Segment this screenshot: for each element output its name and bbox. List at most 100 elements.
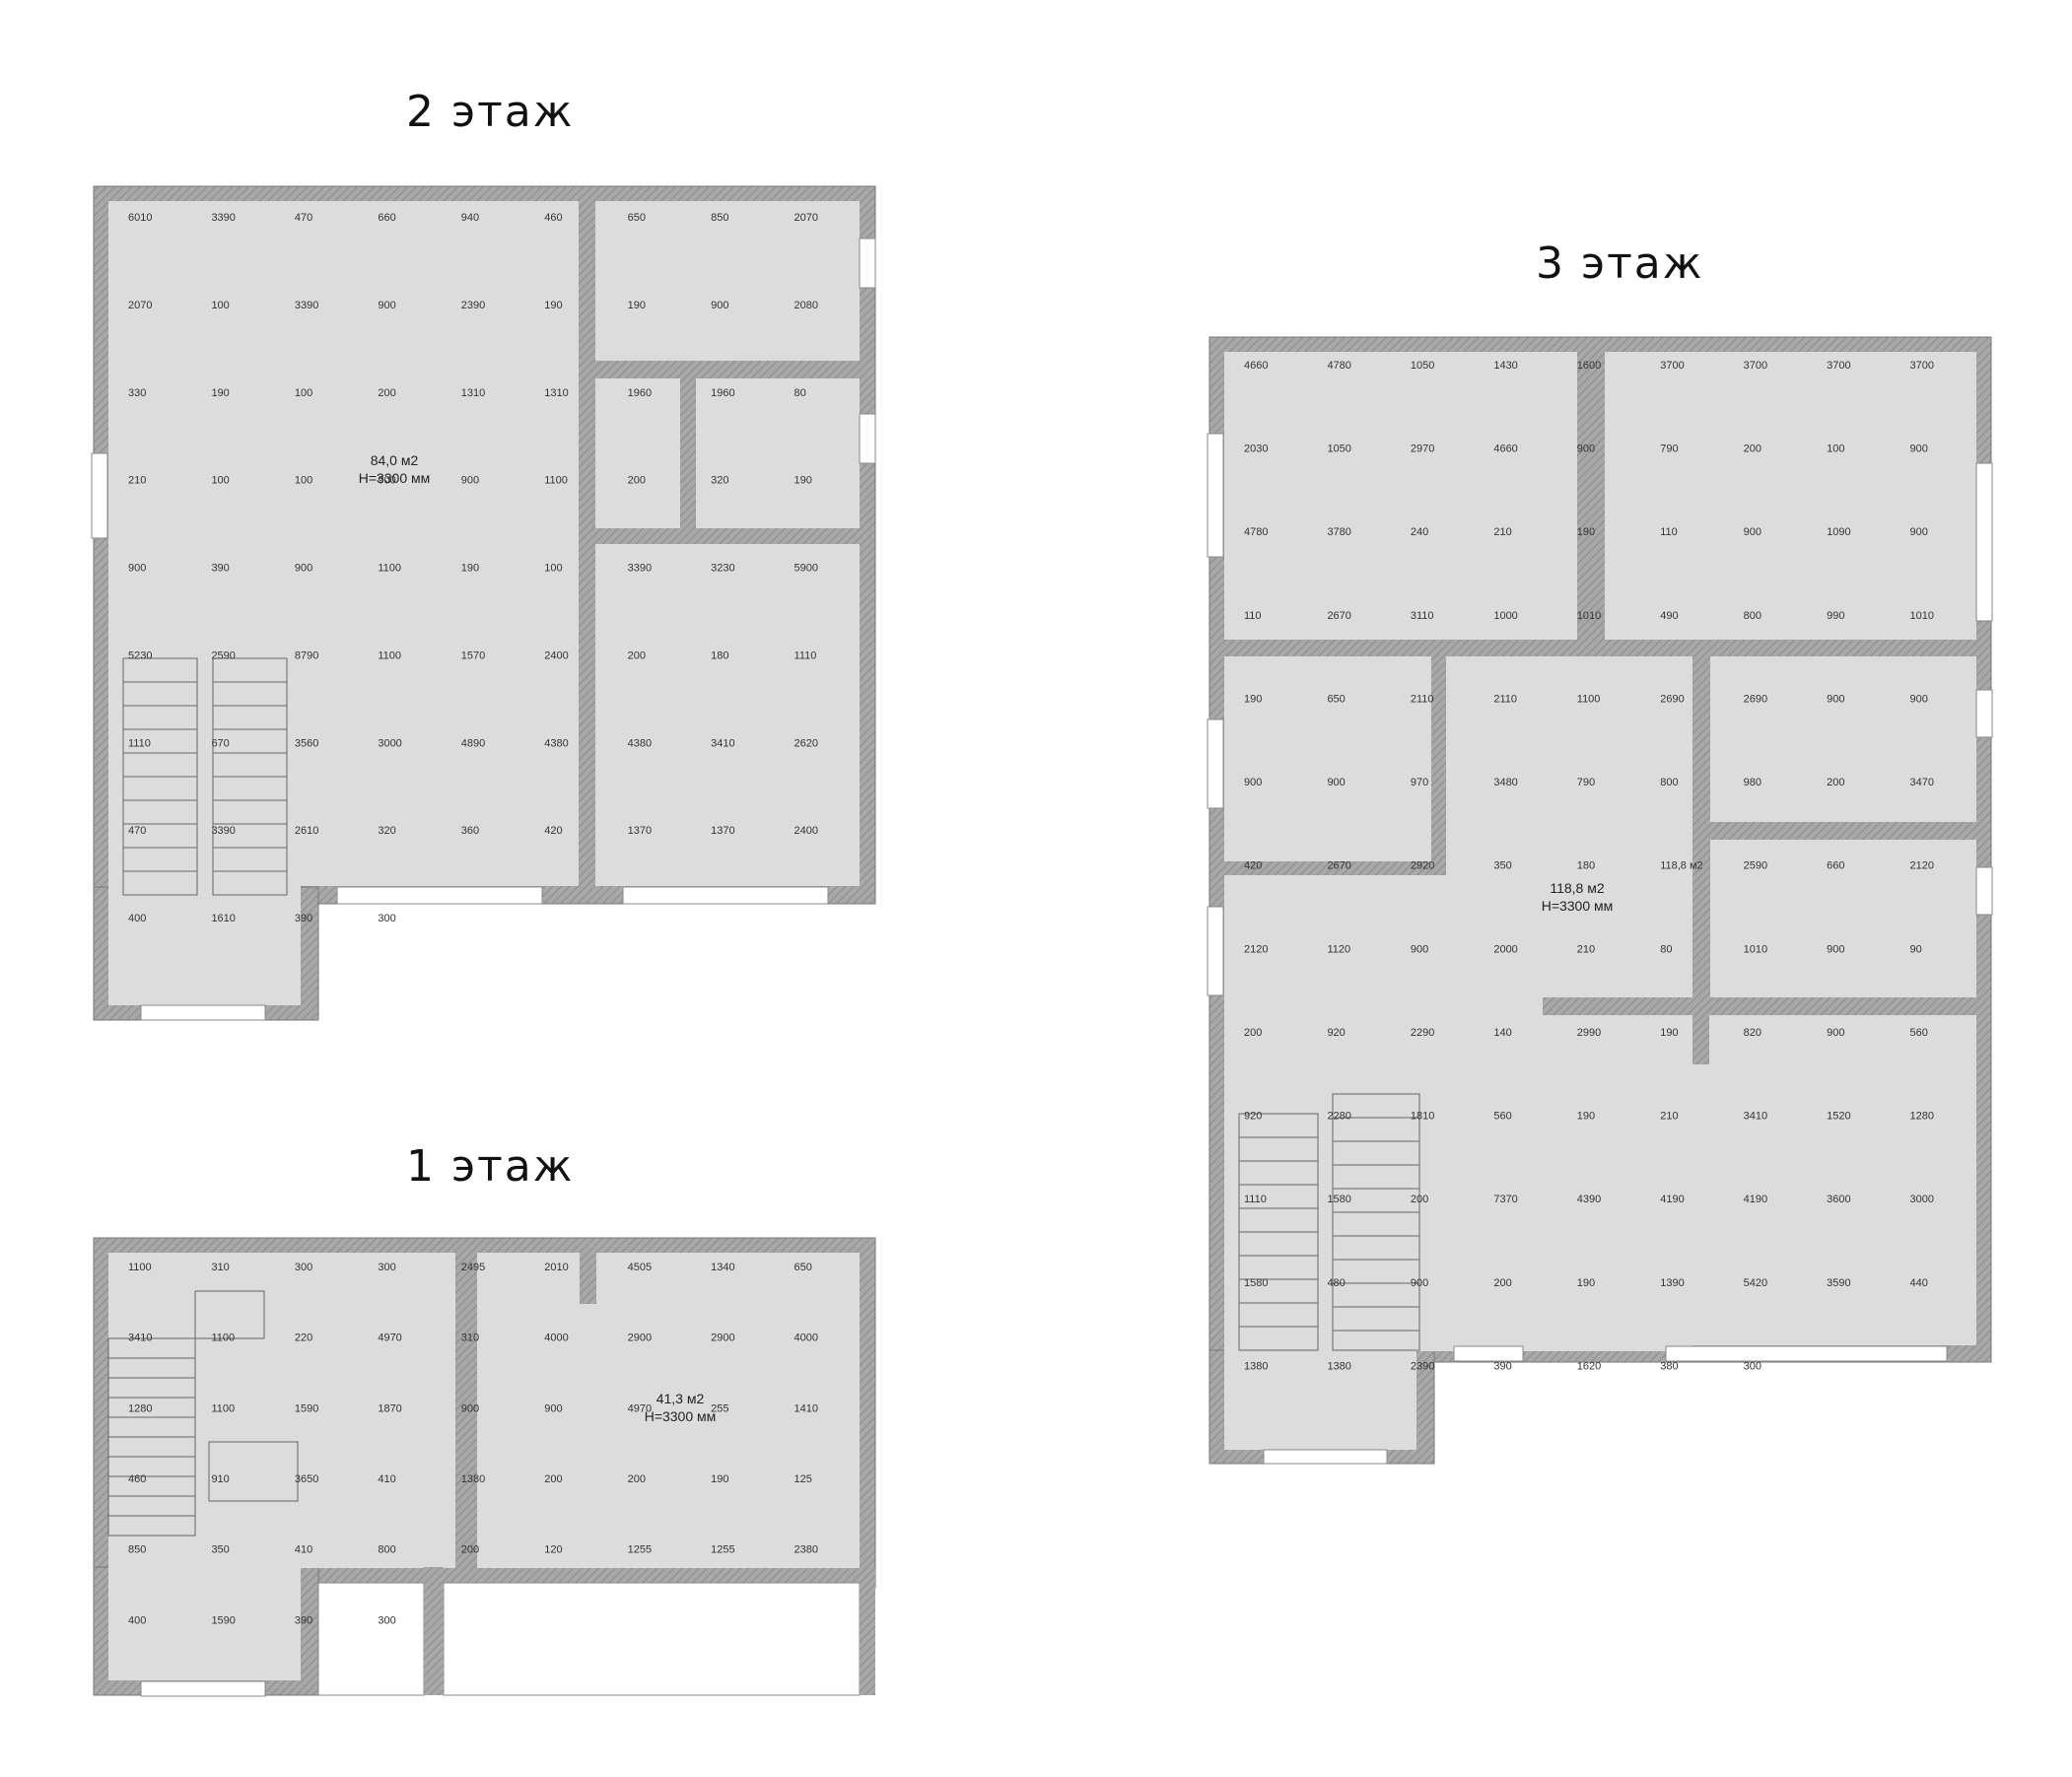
dimension-label: 1380 <box>1244 1360 1268 1372</box>
dimension-label: 850 <box>128 1544 146 1556</box>
dimension-label: 990 <box>1827 610 1844 622</box>
floor3-room-tr <box>1605 352 1976 640</box>
dimension-label: 110 <box>1244 610 1262 622</box>
dimension-label: 1380 <box>461 1473 485 1485</box>
dimension-label: 900 <box>1910 526 1928 538</box>
floor2-bath-right <box>696 378 860 528</box>
dimension-label: 2495 <box>461 1262 485 1273</box>
dimension-label: 900 <box>1910 444 1928 455</box>
dimension-label: 470 <box>128 825 146 837</box>
dimension-label: 4890 <box>461 737 485 749</box>
dimension-label: 3470 <box>1910 777 1934 788</box>
dimension-label: 2670 <box>1327 860 1350 872</box>
dimension-label: 200 <box>461 1544 479 1556</box>
dimension-label: 1100 <box>378 563 401 575</box>
floor3-wall-h3 <box>1709 822 1976 840</box>
dimension-label: 900 <box>711 300 728 311</box>
dimension-label: 1010 <box>1744 943 1767 955</box>
floor3-stair-area <box>1224 1345 1416 1450</box>
dimension-label: 560 <box>1493 1111 1511 1123</box>
floor1-inner-wall <box>458 1253 475 1568</box>
dimension-label: 2070 <box>128 300 152 311</box>
floor1-garage-left <box>317 1582 425 1696</box>
dimension-label: 2120 <box>1910 860 1934 872</box>
dimension-label: 3000 <box>1910 1194 1934 1205</box>
dimension-label: 1520 <box>1827 1111 1850 1123</box>
floor2-window-bottom1 <box>336 886 543 905</box>
dimension-label: 4970 <box>628 1402 652 1414</box>
dimension-label: 1580 <box>1244 1277 1268 1289</box>
dimension-label: 350 <box>1493 860 1511 872</box>
dimension-label: 1340 <box>711 1262 734 1273</box>
dimension-label: 660 <box>1827 860 1844 872</box>
dimension-label: 2080 <box>794 300 818 311</box>
dimension-label: 200 <box>1744 444 1761 455</box>
dimension-label: 110 <box>1660 526 1678 538</box>
dimension-label: 2400 <box>794 825 818 837</box>
dimension-label: 100 <box>211 475 229 487</box>
floor2-title: 2 этаж <box>406 87 575 137</box>
dimension-label: 2120 <box>1244 943 1268 955</box>
floor3-window-stair <box>1263 1449 1388 1465</box>
dimension-label: 390 <box>295 913 312 924</box>
dimension-label: 980 <box>1744 777 1761 788</box>
dimension-label: 190 <box>544 300 562 311</box>
dimension-label: 2970 <box>1411 444 1434 455</box>
dimension-label: 900 <box>461 1402 479 1414</box>
dimension-label: 2590 <box>1744 860 1767 872</box>
dimension-label: 900 <box>1744 526 1761 538</box>
dimension-label: 3600 <box>1827 1194 1850 1205</box>
dimension-label: 560 <box>1910 1027 1928 1039</box>
dimension-label: 3410 <box>128 1333 152 1344</box>
dimension-label: 910 <box>211 1473 229 1485</box>
dimension-label: 900 <box>378 475 395 487</box>
dimension-label: 1100 <box>128 1262 152 1273</box>
dimension-label: 970 <box>1411 777 1428 788</box>
dimension-label: 200 <box>1827 777 1844 788</box>
dimension-label: 8790 <box>295 649 318 661</box>
dimension-label: 2670 <box>1327 610 1350 622</box>
dimension-label: 190 <box>461 563 479 575</box>
dimension-label: 4380 <box>628 737 652 749</box>
dimension-label: 1960 <box>628 387 652 399</box>
dimension-label: 80 <box>794 387 806 399</box>
dimension-label: 1590 <box>211 1614 235 1626</box>
dimension-label: 800 <box>1660 777 1678 788</box>
dimension-label: 820 <box>1744 1027 1761 1039</box>
dimension-label: 670 <box>211 737 229 749</box>
dimension-label: 1100 <box>378 649 401 661</box>
dimension-label: 100 <box>211 300 229 311</box>
floor3-room-mr <box>1710 656 1976 822</box>
dimension-label: 4380 <box>544 737 568 749</box>
dimension-label: 310 <box>461 1333 479 1344</box>
floor2-room-bottom-right <box>595 544 860 886</box>
dimension-label: 3700 <box>1910 360 1934 372</box>
dimension-label: 180 <box>711 649 728 661</box>
dimension-label: 400 <box>128 1614 146 1626</box>
floor2-area-label: 84,0 м2 <box>371 452 419 468</box>
floor1-garage-wall-right <box>860 1567 875 1695</box>
dimension-label: 3230 <box>711 563 734 575</box>
floor3-wall-v3 <box>1692 656 1709 1064</box>
dimension-label: 320 <box>378 825 395 837</box>
dimension-label: 650 <box>794 1262 812 1273</box>
dimension-label: 190 <box>1577 1277 1595 1289</box>
dimension-label: 4190 <box>1744 1194 1767 1205</box>
dimension-label: 240 <box>1411 526 1428 538</box>
dimension-label: 440 <box>1910 1277 1928 1289</box>
floor2-stair-area <box>108 621 301 1005</box>
dimension-label: 390 <box>1493 1360 1511 1372</box>
floor3-room-mr2 <box>1710 840 1976 997</box>
dimension-label: 410 <box>295 1544 312 1556</box>
dimension-label: 1100 <box>211 1402 235 1414</box>
floor2-window-stair <box>140 1004 266 1021</box>
dimension-label: 1610 <box>211 913 235 924</box>
dimension-label: 1580 <box>1327 1194 1350 1205</box>
dimension-label: 2110 <box>1493 693 1517 705</box>
dimension-label: 2990 <box>1577 1027 1601 1039</box>
floor3-height-label: H=3300 мм <box>1542 898 1614 914</box>
dimension-label: 310 <box>211 1262 229 1273</box>
floor3-window-right1 <box>1975 462 1993 622</box>
floor2-room-top-right <box>595 201 860 361</box>
dimension-label: 100 <box>295 387 312 399</box>
